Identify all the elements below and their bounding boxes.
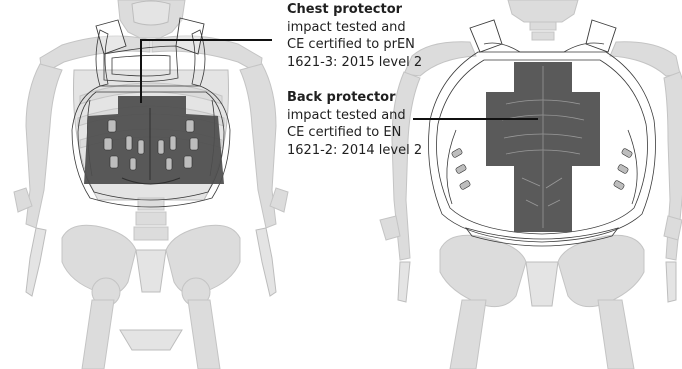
chest-protector-line-2: CE certified to prEN <box>287 36 422 54</box>
chest-protector-callout: Chest protector impact tested and CE cer… <box>287 1 422 71</box>
back-protector-line-2: CE certified to EN <box>287 124 422 142</box>
chest-protector-line-1: impact tested and <box>287 19 422 37</box>
back-protector-plate <box>486 62 600 232</box>
back-protector-line-3: 1621-2: 2014 level 2 <box>287 142 422 160</box>
back-protector-line-1: impact tested and <box>287 107 422 125</box>
back-protector-callout: Back protector impact tested and CE cert… <box>287 89 422 159</box>
chest-protector-heading: Chest protector <box>287 1 422 19</box>
back-protector-heading: Back protector <box>287 89 422 107</box>
chest-protector-line-3: 1621-3: 2015 level 2 <box>287 54 422 72</box>
